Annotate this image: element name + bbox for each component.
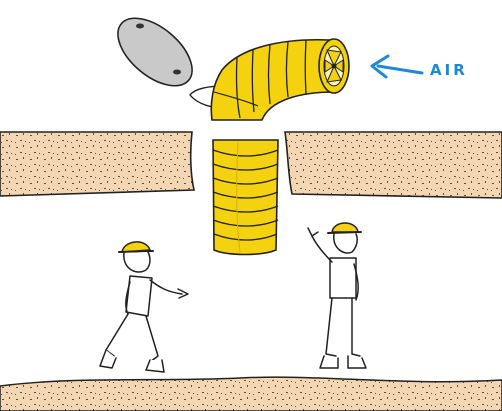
- manhole-cover: [106, 5, 204, 98]
- worker-waving: [308, 223, 366, 368]
- arrow-left-icon: [372, 56, 422, 77]
- fan-icon: [319, 39, 349, 93]
- tunnel-floor: [0, 377, 502, 411]
- ground-right: [285, 132, 502, 198]
- ventilation-duct-lower: [213, 140, 278, 255]
- ventilation-duct-upper: [211, 40, 335, 120]
- worker-walking: [100, 242, 188, 372]
- ground-left: [0, 132, 194, 196]
- air-label: AIR: [430, 61, 468, 79]
